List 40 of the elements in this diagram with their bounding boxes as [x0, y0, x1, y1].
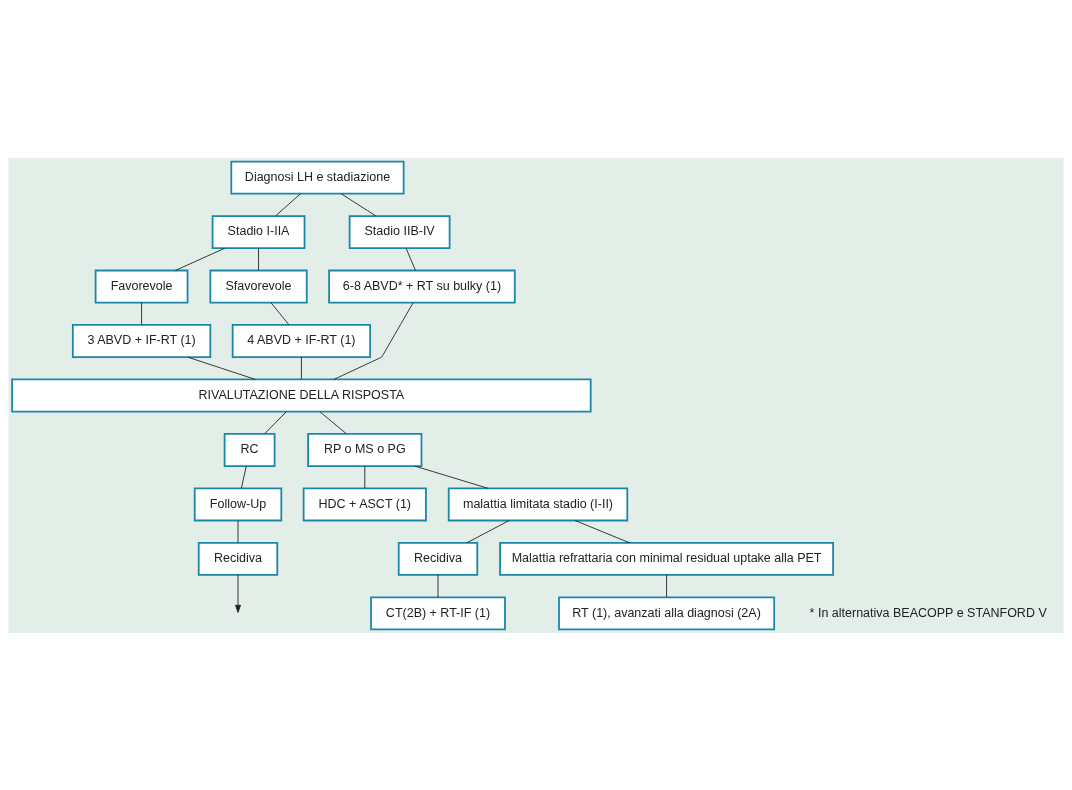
node-box: CT(2B) + RT-IF (1) [370, 595, 506, 630]
node-box: Stadio IIB-IV [348, 214, 451, 249]
connector [174, 247, 226, 271]
node-box: RP o MS o PG [307, 432, 423, 467]
connector [240, 465, 247, 489]
node-box: Stadio I-IIA [211, 214, 306, 249]
node-box: Malattia refrattaria con minimal residual uptake alla PET [499, 541, 834, 576]
node-box: Follow-Up [193, 486, 283, 521]
node-box: Favorevole [94, 269, 189, 304]
connector [275, 192, 301, 216]
node-box: 4 ABVD + IF-RT (1) [231, 323, 372, 358]
connector [405, 247, 416, 271]
node-box: RT (1), avanzati alla diagnosi (2A) [558, 595, 776, 630]
node-box: Recidiva [197, 541, 279, 576]
node-box: 6-8 ABVD* + RT su bulky (1) [328, 269, 516, 304]
connector [141, 301, 143, 325]
connector [264, 410, 287, 434]
connector [466, 519, 510, 543]
node-box: 3 ABVD + IF-RT (1) [71, 323, 212, 358]
connector [414, 465, 489, 489]
connector [319, 410, 347, 434]
connector [574, 519, 630, 543]
connector [300, 356, 302, 380]
node-box: RC [223, 432, 276, 467]
node-box: HDC + ASCT (1) [302, 486, 427, 521]
connector [258, 247, 259, 271]
node-box: Diagnosi LH e stadiazione [230, 160, 405, 195]
node-box: RIVALUTAZIONE DELLA RISPOSTA [11, 378, 592, 412]
node-box: Recidiva [397, 541, 479, 576]
node-box: Sfavorevole [209, 269, 308, 304]
connector [364, 465, 366, 489]
node-box: malattia limitata stadio (I-II) [447, 486, 629, 521]
connector [437, 574, 439, 598]
connector [270, 301, 290, 325]
arrow [235, 574, 241, 613]
connector [187, 356, 256, 380]
label: * In alternativa BEACOPP e STANFORD V [809, 605, 1047, 620]
connector [666, 574, 668, 598]
connector [333, 301, 414, 380]
connector [340, 192, 377, 216]
